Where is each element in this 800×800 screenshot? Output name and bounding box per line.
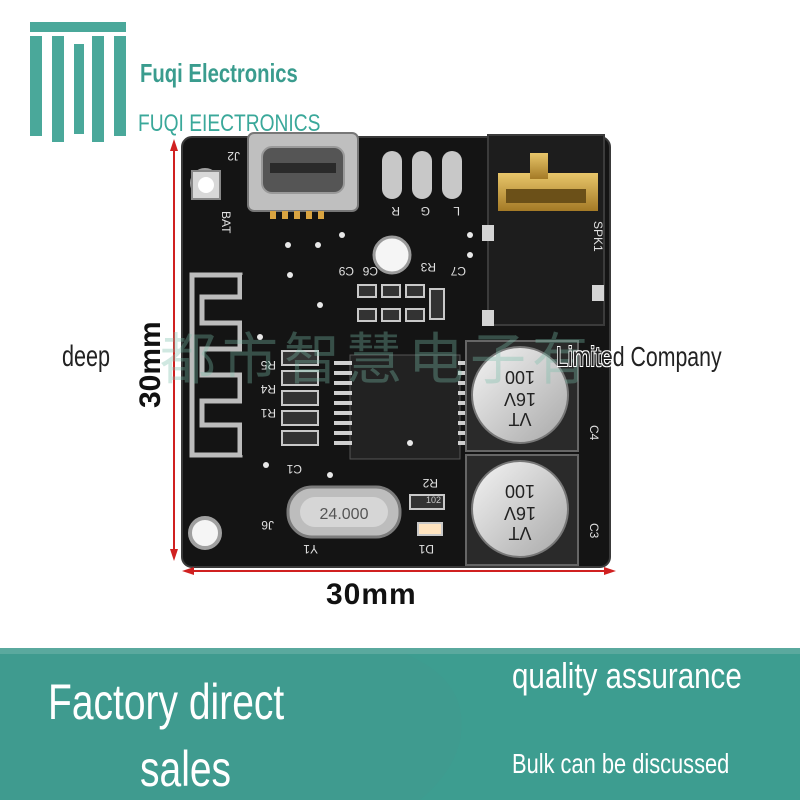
silk-r3: R3 — [420, 260, 436, 274]
silk-r4: R4 — [260, 382, 276, 396]
silk-j6: J6 — [261, 518, 274, 532]
silk-l: L — [453, 204, 460, 218]
watermark-company: Limited Company — [556, 341, 722, 372]
capacitor-text-4: VT — [508, 523, 531, 543]
bluetooth-audio-board: 24.000 VT 16V 100 VT 16V 100 J2 BAT R G … — [170, 132, 616, 575]
silk-d1: D1 — [418, 542, 434, 556]
silk-spk1: SPK1 — [591, 221, 605, 252]
brand-logo-icon — [30, 22, 126, 142]
silk-r5: R5 — [260, 358, 276, 372]
silk-c1: C1 — [286, 462, 302, 476]
banner-left-line2: sales — [140, 741, 232, 797]
silk-r1: R1 — [260, 406, 276, 420]
height-dimension: 30mm — [134, 321, 174, 528]
banner-left-line1: Factory direct — [48, 674, 285, 730]
silk-c9: C9 — [338, 264, 354, 278]
silk-c3: C3 — [587, 523, 601, 539]
capacitor-text-2: 16V — [504, 389, 536, 409]
silk-102: 102 — [426, 495, 441, 505]
crystal-label: 24.000 — [320, 506, 369, 523]
height-dimension-label: 30mm — [134, 321, 167, 408]
banner-right-line2: Bulk can be discussed — [512, 748, 730, 779]
silk-bat: BAT — [219, 211, 233, 234]
banner-right-line1: quality assurance — [512, 655, 742, 696]
silk-r: R — [391, 204, 400, 218]
brand-name: Fuqi Electronics — [140, 58, 298, 88]
silk-c4: C4 — [587, 425, 601, 441]
width-dimension-label: 30mm — [326, 578, 417, 611]
silk-c7: C7 — [450, 264, 466, 278]
capacitor-text-6: 100 — [505, 481, 535, 501]
silk-r2: R2 — [422, 476, 438, 490]
watermark-prefix: deep — [62, 340, 111, 373]
capacitor-text-5: 16V — [504, 503, 536, 523]
silk-g: G — [421, 204, 430, 218]
watermark-text: 都市智慧电子有 — [160, 328, 594, 393]
promo-banner — [0, 648, 800, 800]
silk-j2: J2 — [227, 149, 240, 163]
silk-c6: C6 — [362, 264, 378, 278]
capacitor-text-3: 100 — [505, 367, 535, 387]
silk-y1: Y1 — [303, 542, 318, 556]
capacitor-text-1: VT — [508, 409, 531, 429]
